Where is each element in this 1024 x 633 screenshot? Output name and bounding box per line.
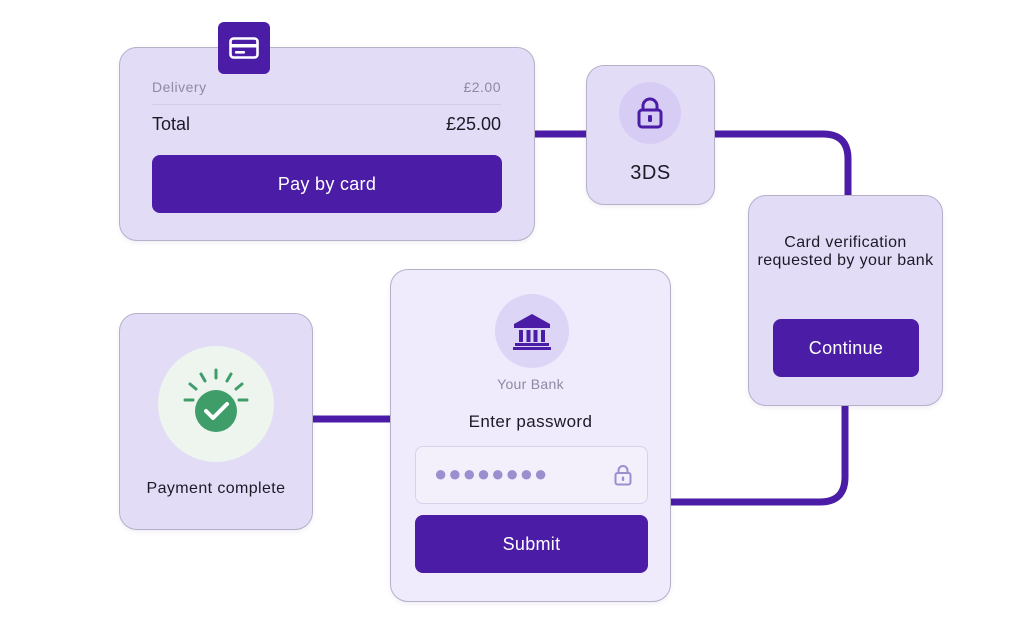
three-ds-label: 3DS: [630, 162, 671, 184]
delivery-label: Delivery: [152, 79, 207, 95]
submit-button[interactable]: Submit: [415, 515, 648, 573]
checkout-summary-card: Delivery £2.00 Total £25.00 Pay by card: [119, 47, 535, 241]
payment-complete-card: Payment complete: [119, 313, 313, 530]
continue-button[interactable]: Continue: [773, 319, 919, 377]
credit-card-icon: [218, 22, 270, 74]
divider: [152, 104, 501, 105]
password-field[interactable]: ●●●●●●●●: [415, 446, 648, 504]
total-value: £25.00: [445, 114, 501, 134]
delivery-value: £2.00: [463, 79, 501, 95]
check-circle-icon: [158, 346, 274, 462]
connector-3ds-verify: [710, 130, 852, 201]
bank-name: Your Bank: [497, 376, 564, 392]
password-mask: ●●●●●●●●: [434, 461, 549, 486]
padlock-icon: [619, 82, 681, 144]
delivery-row: Delivery £2.00: [152, 79, 501, 95]
lock-icon: [614, 464, 632, 491]
connector-verify-bank: [667, 401, 849, 506]
bank-authentication-card: Your Bank Enter password ●●●●●●●● Submit: [390, 269, 671, 602]
verification-message: Card verification requested by your bank: [757, 234, 934, 269]
pay-by-card-button[interactable]: Pay by card: [152, 155, 502, 213]
payment-complete-label: Payment complete: [146, 480, 286, 497]
total-label: Total: [152, 114, 191, 134]
password-prompt: Enter password: [468, 412, 593, 431]
three-ds-card: 3DS: [586, 65, 715, 205]
total-row: Total £25.00: [152, 114, 501, 135]
card-verification-card: Card verification requested by your bank…: [748, 195, 943, 406]
bank-icon: [495, 294, 569, 368]
